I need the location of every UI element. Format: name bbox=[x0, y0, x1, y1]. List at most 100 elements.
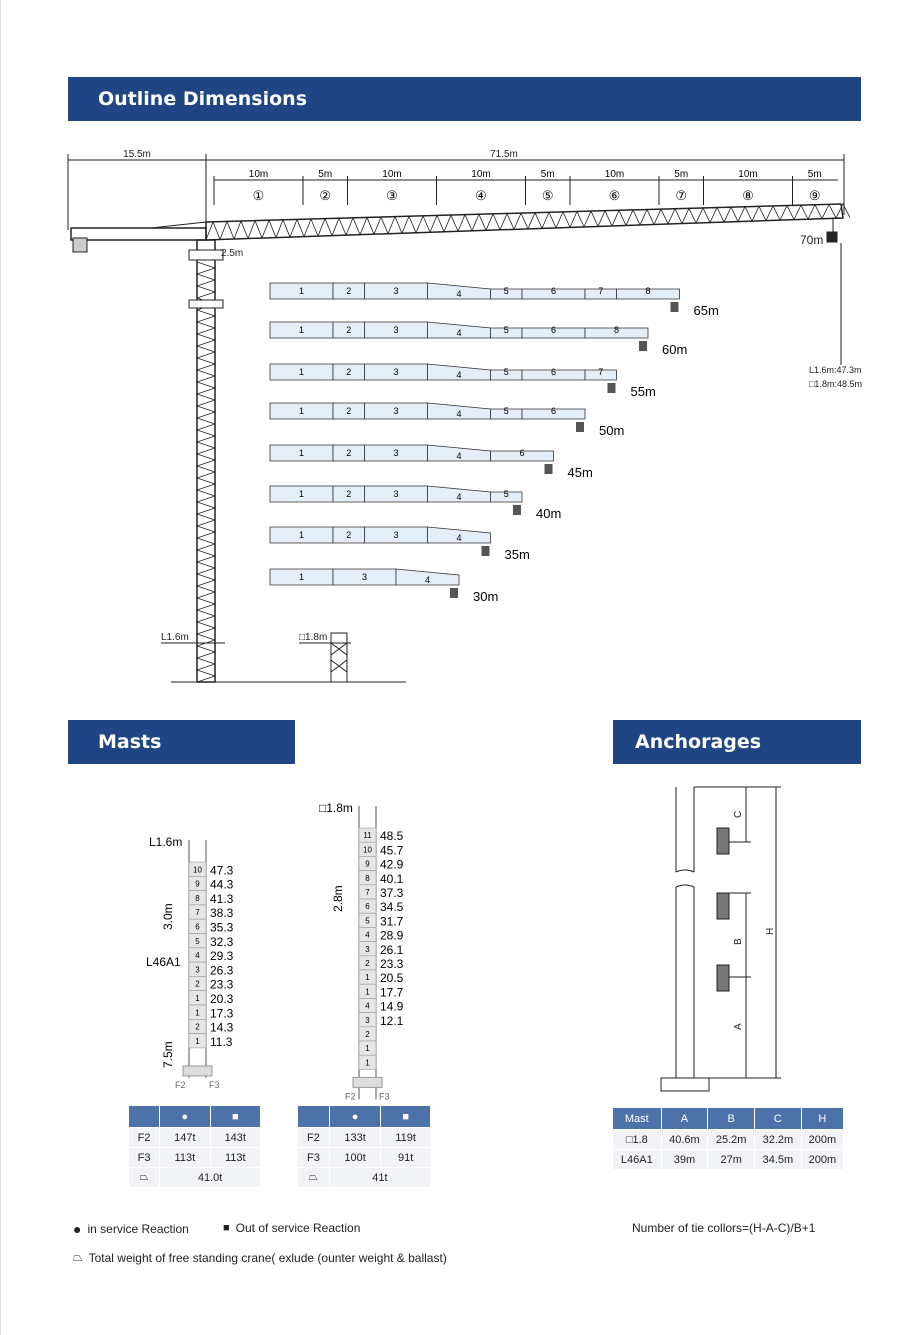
cell: 32.2m bbox=[754, 1129, 802, 1150]
jib-segment-label: 4 bbox=[456, 533, 461, 543]
mast-l-label: L1.6m bbox=[161, 632, 189, 643]
mast-sq-label: □1.8m bbox=[299, 632, 327, 643]
f2-label: F2 bbox=[175, 1080, 186, 1090]
jib-segment-label: 2 bbox=[346, 530, 351, 540]
legend-total-weight: ⏢Total weight of free standing crane( ex… bbox=[73, 1250, 447, 1265]
in-service-icon: ● bbox=[159, 1105, 211, 1128]
mast-section-number: 7 bbox=[195, 908, 200, 917]
jib-segment-label: 3 bbox=[393, 489, 398, 499]
jib-segment-label: 7 bbox=[598, 367, 603, 377]
jib-segment-label: 4 bbox=[425, 575, 430, 585]
jib-section-length: 10m bbox=[382, 169, 401, 180]
f2-label: F2 bbox=[345, 1091, 356, 1101]
mast-section-number: 2 bbox=[365, 1030, 370, 1039]
anchor-a-label: A bbox=[733, 1023, 744, 1030]
jib-segment bbox=[584, 369, 617, 381]
mast-section-number: 10 bbox=[193, 865, 202, 874]
jib-segment-label: 5 bbox=[504, 489, 509, 499]
mast-section-number: 10 bbox=[363, 845, 372, 854]
cell: □1.8 bbox=[612, 1129, 662, 1150]
cell: 41.0t bbox=[159, 1167, 261, 1188]
legend-text: Out of service Reaction bbox=[235, 1221, 361, 1235]
crane-weight-icon: ⏢ bbox=[127, 1167, 161, 1188]
jib-segment bbox=[395, 568, 460, 586]
jib-segment-label: 4 bbox=[456, 328, 461, 338]
jib-segment-label: 6 bbox=[519, 448, 524, 458]
height-l16: L1.6m:47.3m bbox=[809, 365, 862, 375]
mast-height-label: 48.5 bbox=[380, 829, 404, 843]
mast-section-number: 3 bbox=[195, 965, 200, 974]
mast-section-number: 3 bbox=[365, 1016, 370, 1025]
mast-section-number: 11 bbox=[363, 831, 372, 840]
cell: 39m bbox=[660, 1149, 709, 1170]
jib-segment bbox=[521, 408, 586, 420]
jib-section-length: 10m bbox=[738, 169, 757, 180]
mast-section-number: 1 bbox=[195, 994, 200, 1003]
jib-segment-label: 3 bbox=[393, 367, 398, 377]
mast-base bbox=[352, 1076, 383, 1088]
jib-segment-label: 3 bbox=[393, 286, 398, 296]
hook-icon bbox=[513, 505, 521, 515]
hook-icon bbox=[607, 383, 616, 393]
jib-radius-label: 60m bbox=[662, 342, 687, 357]
mast-column: 111098765432114321148.545.742.940.137.33… bbox=[319, 801, 404, 1101]
legend-text: Number of tie collors=(H-A-C)/B+1 bbox=[632, 1221, 816, 1235]
crane-weight-icon: ⏢ bbox=[297, 1167, 330, 1188]
jib-segment-label: 2 bbox=[346, 489, 351, 499]
cell: 40.6m bbox=[660, 1129, 709, 1150]
outline-dimensions-banner: Outline Dimensions bbox=[68, 77, 861, 121]
height-sq18: □1.8m:48.5m bbox=[809, 379, 862, 389]
mast-section-number: 2 bbox=[195, 980, 200, 989]
mast-section-number: 4 bbox=[195, 951, 200, 960]
jib-segment bbox=[584, 327, 649, 339]
slew-offset: 2.5m bbox=[221, 248, 243, 259]
jib-segment-label: 3 bbox=[393, 448, 398, 458]
max-radius: 70m bbox=[800, 233, 823, 247]
jib-radius-label: 30m bbox=[473, 589, 498, 604]
cell: 147t bbox=[159, 1127, 211, 1148]
mast-height-label: 14.3 bbox=[210, 1021, 234, 1035]
mast-height-label: 26.3 bbox=[210, 963, 234, 977]
table-row: ⏢41.0t bbox=[127, 1167, 261, 1188]
cell: 200m bbox=[800, 1149, 845, 1170]
jib-segment-label: 2 bbox=[346, 367, 351, 377]
jib-section-length: 5m bbox=[674, 169, 688, 180]
mast-section-number: 3 bbox=[365, 945, 370, 954]
f3-label: F3 bbox=[209, 1080, 220, 1090]
jib-segment-label: 1 bbox=[299, 530, 304, 540]
jib-segment-label: 4 bbox=[456, 451, 461, 461]
cell: 113t bbox=[159, 1147, 211, 1168]
jib-segment bbox=[490, 450, 554, 462]
mast-section-number: 1 bbox=[195, 1037, 200, 1046]
circle-icon: ● bbox=[73, 1221, 82, 1237]
jib-segment-label: 1 bbox=[299, 367, 304, 377]
cell: 91t bbox=[380, 1147, 431, 1168]
header-cell: C bbox=[754, 1107, 802, 1130]
mast-height-label: 20.3 bbox=[210, 992, 234, 1006]
jib-segment-label: 2 bbox=[346, 286, 351, 296]
jib-section-number: ⑨ bbox=[809, 188, 821, 203]
legend-in-service: ●in service Reaction bbox=[73, 1221, 189, 1237]
mast-height-label: 31.7 bbox=[380, 914, 404, 928]
mast-height-label: 26.1 bbox=[380, 943, 404, 957]
mast-height-label: 12.1 bbox=[380, 1014, 404, 1028]
jib-segment-label: 3 bbox=[393, 530, 398, 540]
mast-height-label: 29.3 bbox=[210, 949, 234, 963]
jib-section-number: ⑦ bbox=[675, 188, 687, 203]
mast-section-number: 1 bbox=[365, 987, 370, 996]
mast-height-label: 28.9 bbox=[380, 929, 404, 943]
section-length-label: 3.0m bbox=[161, 903, 175, 930]
mast-section-number: 8 bbox=[365, 874, 370, 883]
cell: 133t bbox=[328, 1127, 382, 1148]
mast-width-label: □1.8m bbox=[319, 801, 353, 815]
f3-label: F3 bbox=[379, 1091, 390, 1101]
jib-section-number: ③ bbox=[386, 188, 398, 203]
header-cell: B bbox=[707, 1107, 756, 1130]
mast-section-number: 1 bbox=[365, 973, 370, 982]
cell: 34.5m bbox=[754, 1149, 802, 1170]
mast-height-label: 23.3 bbox=[380, 957, 404, 971]
